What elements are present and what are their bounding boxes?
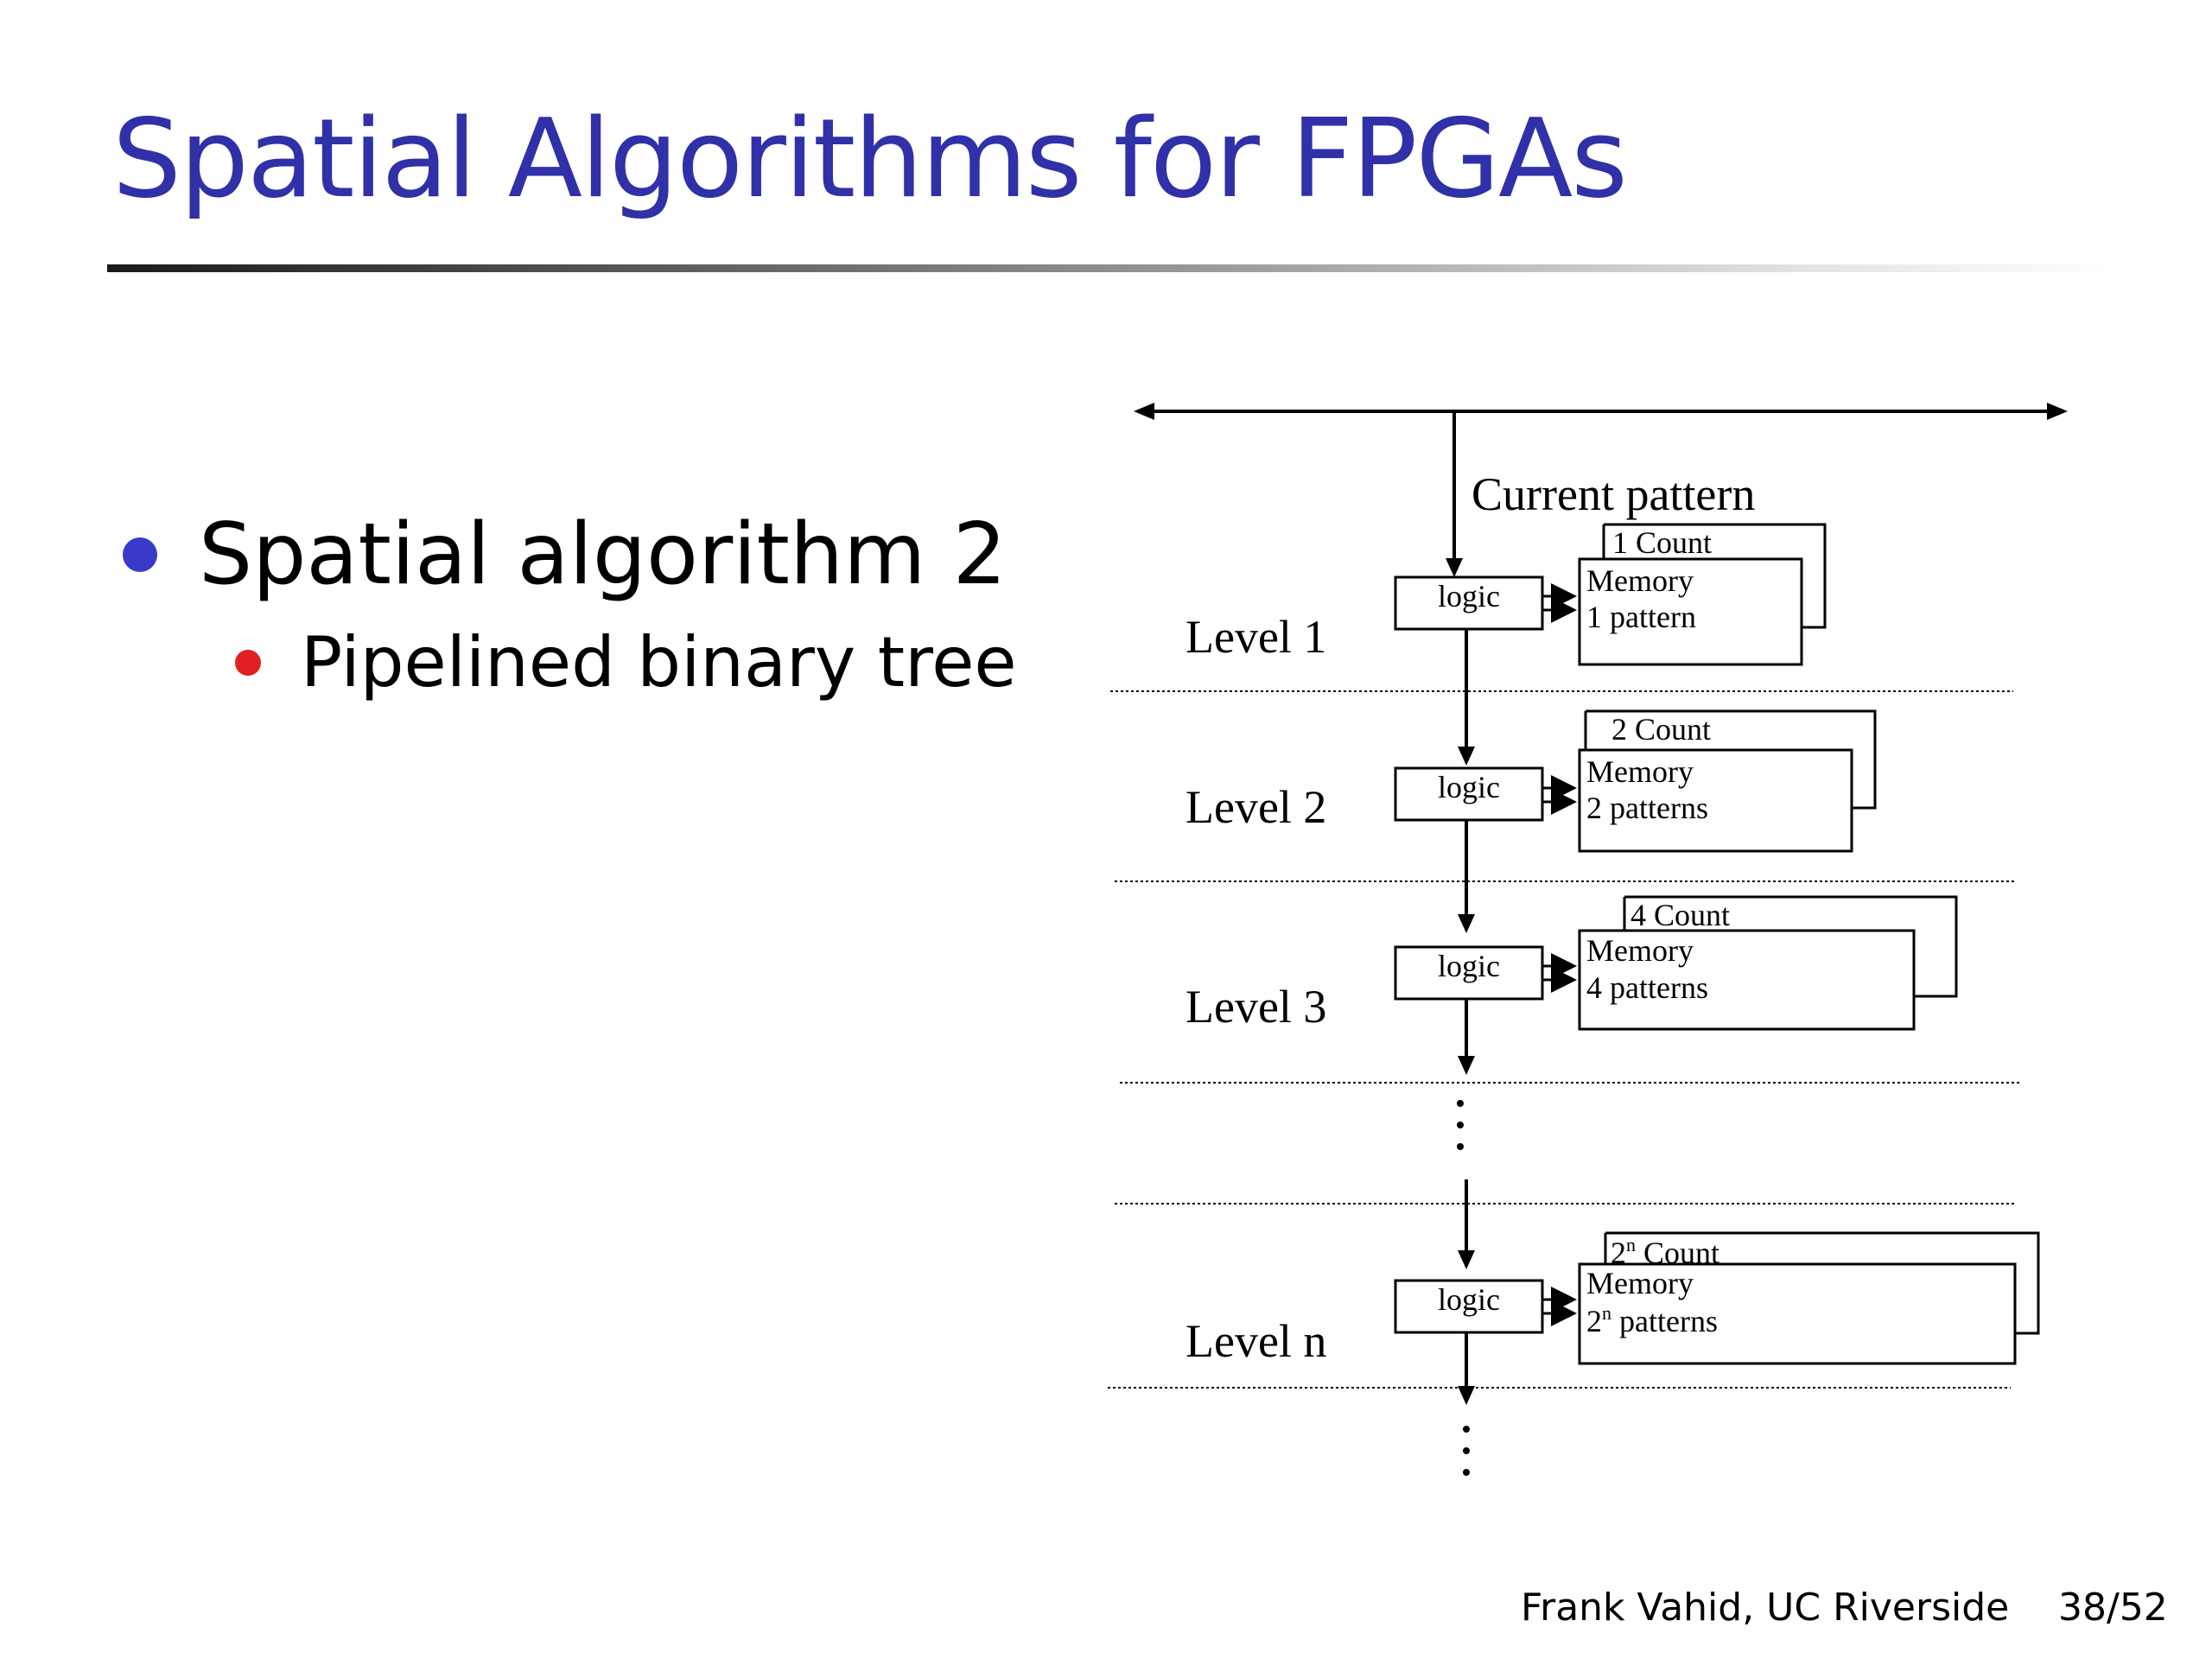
count-box-level-3 (1624, 895, 1958, 998)
title-divider (107, 264, 2112, 272)
patterns-label-level-2: 2 patterns (1586, 791, 1708, 825)
memory-box-level-2 (1578, 748, 1853, 853)
pipeline-arrowhead-1-icon (1458, 747, 1475, 766)
bullet-item-level1: Spatial algorithm 2 (123, 505, 1007, 604)
bullet-text: Spatial algorithm 2 (199, 505, 1007, 604)
patterns-label-level-1: 1 pattern (1586, 600, 1696, 634)
logic-label-level-n: logic (1438, 1282, 1500, 1317)
memory-box-level-3 (1578, 929, 1916, 1031)
count-box-level-2 (1586, 709, 1877, 810)
sub-bullet-dot-icon (235, 649, 261, 676)
count-label-level-1: 1 Count (1612, 525, 1712, 560)
pipeline-arrowhead-4-icon (1458, 1250, 1475, 1269)
logic-box-level-1 (1394, 575, 1544, 631)
logic-label-level-3: logic (1438, 949, 1500, 983)
pipeline-arrowhead-3-icon (1458, 1056, 1475, 1075)
memory-box-level-n (1578, 1262, 2017, 1365)
memory-box-level-1 (1578, 557, 1803, 666)
count-box-level-n (1605, 1231, 2040, 1335)
logic-box-level-n (1394, 1279, 1544, 1334)
pipeline-arrowhead-2-icon (1458, 914, 1475, 933)
bus-right-arrow-icon (2047, 403, 2068, 420)
level-n-label: Level n (1185, 1315, 1326, 1367)
level-3-label: Level 3 (1185, 981, 1326, 1033)
logic-box-level-2 (1394, 766, 1544, 822)
bus-drop-arrowhead-icon (1446, 558, 1463, 577)
ellipsis-dot-icon (1457, 1100, 1464, 1107)
footer-page-number: 38/52 (2058, 1586, 2168, 1630)
patterns-label-level-3: 4 patterns (1586, 970, 1708, 1005)
count-label-level-3: 4 Count (1630, 898, 1730, 932)
memory-label-level-1: Memory (1586, 563, 1694, 598)
patterns-label-level-n: 2n patterns (1586, 1302, 1718, 1338)
count-label-level-2: 2 Count (1611, 712, 1711, 747)
memory-label-level-n: Memory (1586, 1266, 1694, 1300)
bus-left-arrow-icon (1134, 403, 1154, 420)
memory-label-level-2: Memory (1586, 754, 1694, 789)
logic-label-level-2: logic (1438, 770, 1500, 804)
slide-title: Spatial Algorithms for FPGAs (112, 95, 1628, 222)
logic-label-level-1: logic (1438, 579, 1500, 613)
current-pattern-label: Current pattern (1471, 468, 1755, 520)
pipeline-arrowhead-5-icon (1458, 1386, 1475, 1405)
level-2-label: Level 2 (1185, 781, 1326, 833)
level-1-label: Level 1 (1185, 611, 1326, 663)
count-box-level-1 (1604, 523, 1827, 629)
footer-author: Frank Vahid, UC Riverside (1521, 1586, 2010, 1630)
bullet-dot-icon (123, 537, 157, 572)
memory-label-level-3: Memory (1586, 933, 1694, 968)
sub-bullet-text: Pipelined binary tree (301, 622, 1017, 702)
logic-box-level-3 (1394, 945, 1544, 1001)
bullet-item-level2: Pipelined binary tree (235, 622, 1017, 702)
